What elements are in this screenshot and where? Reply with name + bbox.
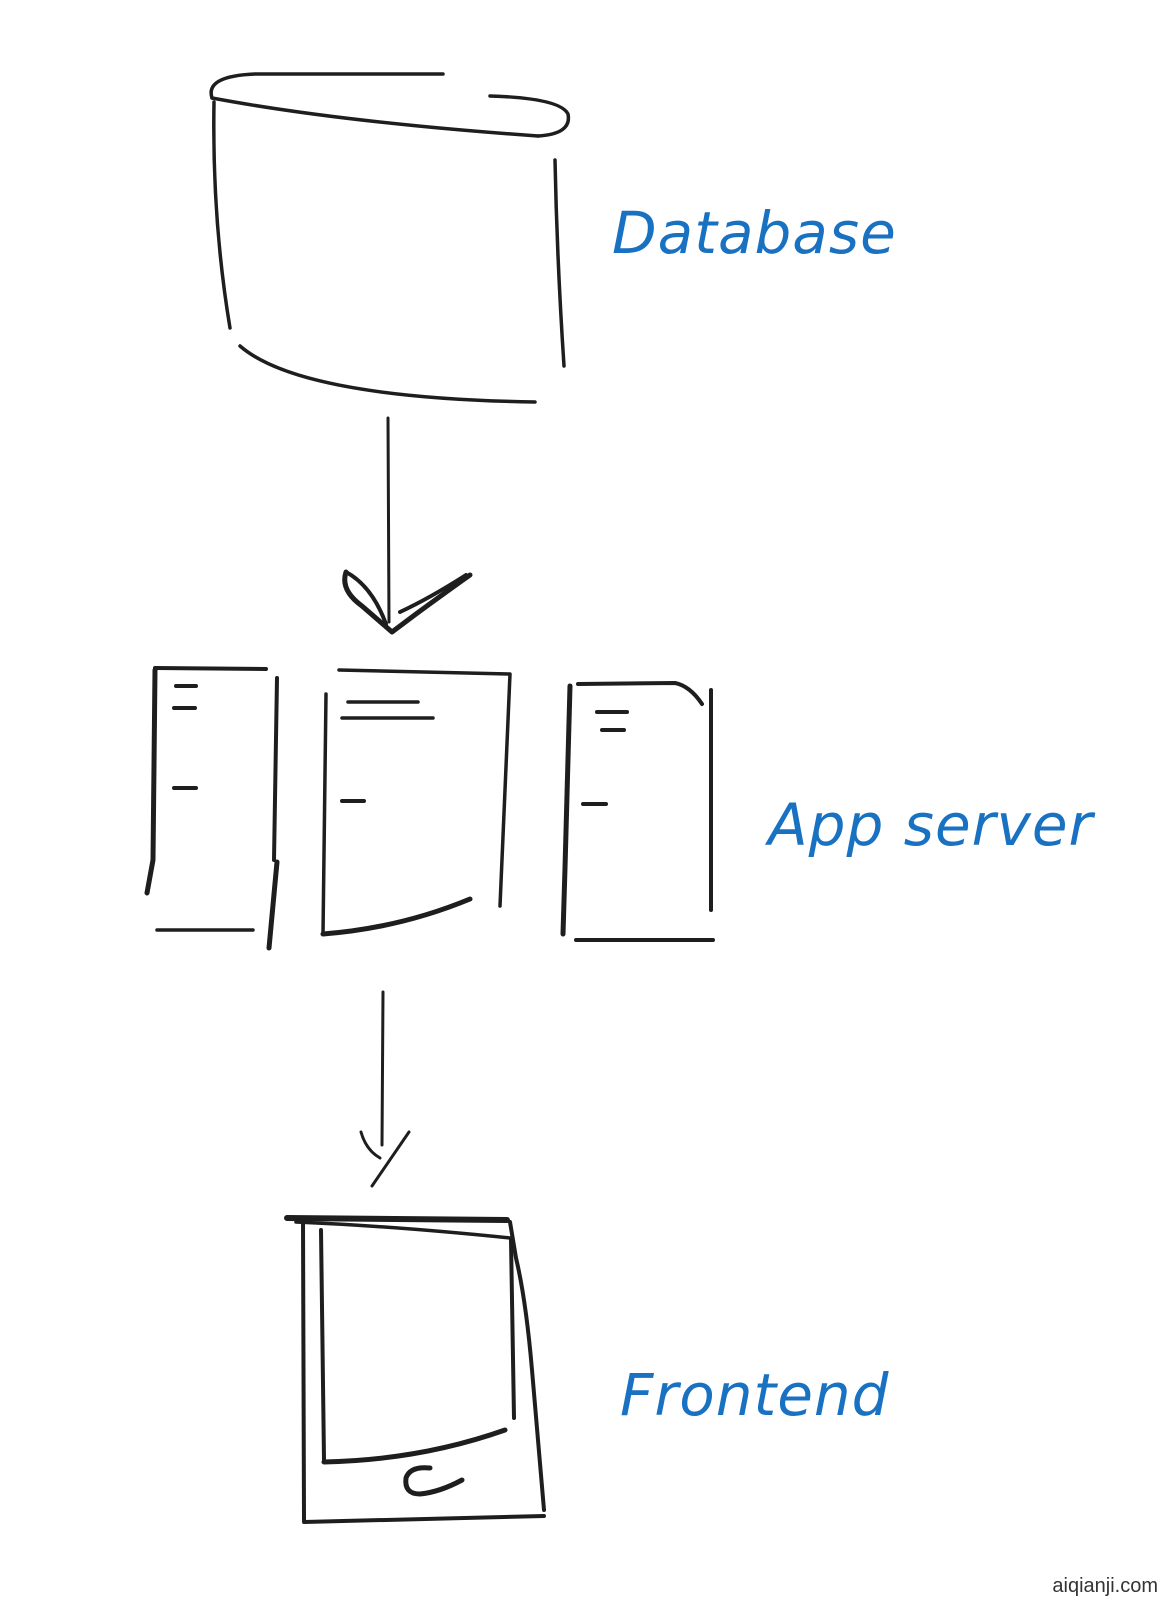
tablet-icon — [284, 1215, 546, 1524]
arrow-database-to-app-server — [342, 416, 473, 635]
app-server-label: App server — [764, 791, 1096, 859]
watermark-text: aiqianji.com — [1052, 1575, 1158, 1597]
frontend-label: Frontend — [620, 1361, 890, 1429]
database-icon — [209, 72, 571, 404]
server-right-icon — [560, 681, 715, 942]
database-label: Database — [612, 199, 897, 267]
arrow-app-server-to-frontend — [359, 990, 411, 1188]
server-left-icon — [144, 666, 280, 951]
server-middle-icon — [320, 668, 512, 937]
